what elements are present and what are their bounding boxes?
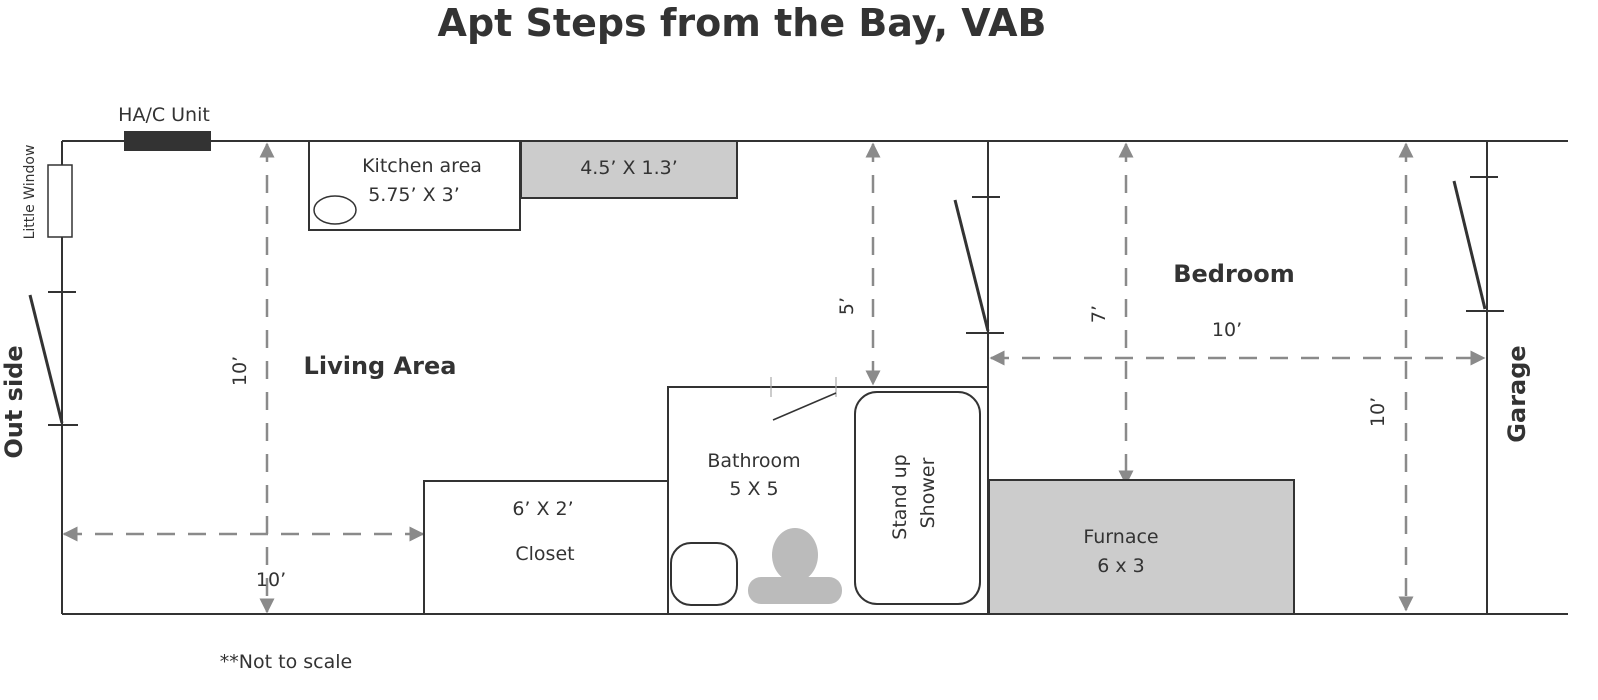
bedroom-left-vertical-dim: 7’ <box>1088 305 1110 323</box>
bathroom-dims: 5 X 5 <box>729 478 778 500</box>
little-window-label: Little Window <box>22 145 38 240</box>
furnace-name: Furnace <box>1083 526 1158 548</box>
kitchen-sink <box>313 195 357 225</box>
hac-unit-label: HA/C Unit <box>118 104 210 126</box>
bathroom-sink <box>670 542 738 606</box>
living-area-label: Living Area <box>304 352 457 380</box>
bedroom-label: Bedroom <box>1173 260 1295 288</box>
front-door <box>28 291 78 426</box>
hall-vertical-dim: 5’ <box>836 297 858 315</box>
closet <box>423 480 669 615</box>
closet-name: Closet <box>515 543 574 565</box>
not-to-scale-note: **Not to scale <box>220 651 352 673</box>
shower-line1: Stand up <box>889 454 911 539</box>
counter <box>520 140 738 199</box>
shower-line2: Shower <box>917 457 939 528</box>
bedroom-right-vertical-dim: 10’ <box>1367 397 1389 427</box>
bathroom-name: Bathroom <box>707 450 800 472</box>
bathroom-door <box>770 377 837 421</box>
kitchen-name: Kitchen area <box>362 155 482 177</box>
bedroom-door <box>953 196 1004 334</box>
shower <box>854 391 981 605</box>
garage-label: Garage <box>1503 345 1531 442</box>
kitchen-dims: 5.75’ X 3’ <box>368 184 460 206</box>
hac-unit <box>124 131 211 151</box>
garage-door <box>1452 176 1504 312</box>
living-horizontal-dim: 10’ <box>256 569 286 591</box>
furnace <box>988 479 1295 615</box>
bedroom-horizontal-dim: 10’ <box>1212 319 1242 341</box>
toilet <box>748 528 842 604</box>
plan-title: Apt Steps from the Bay, VAB <box>438 1 1047 45</box>
furnace-dims: 6 x 3 <box>1097 555 1145 577</box>
outside-label: Out side <box>0 345 28 458</box>
living-vertical-dim: 10’ <box>229 356 251 386</box>
closet-dims: 6’ X 2’ <box>512 498 573 520</box>
little-window <box>47 164 73 238</box>
counter-dims: 4.5’ X 1.3’ <box>580 157 678 179</box>
